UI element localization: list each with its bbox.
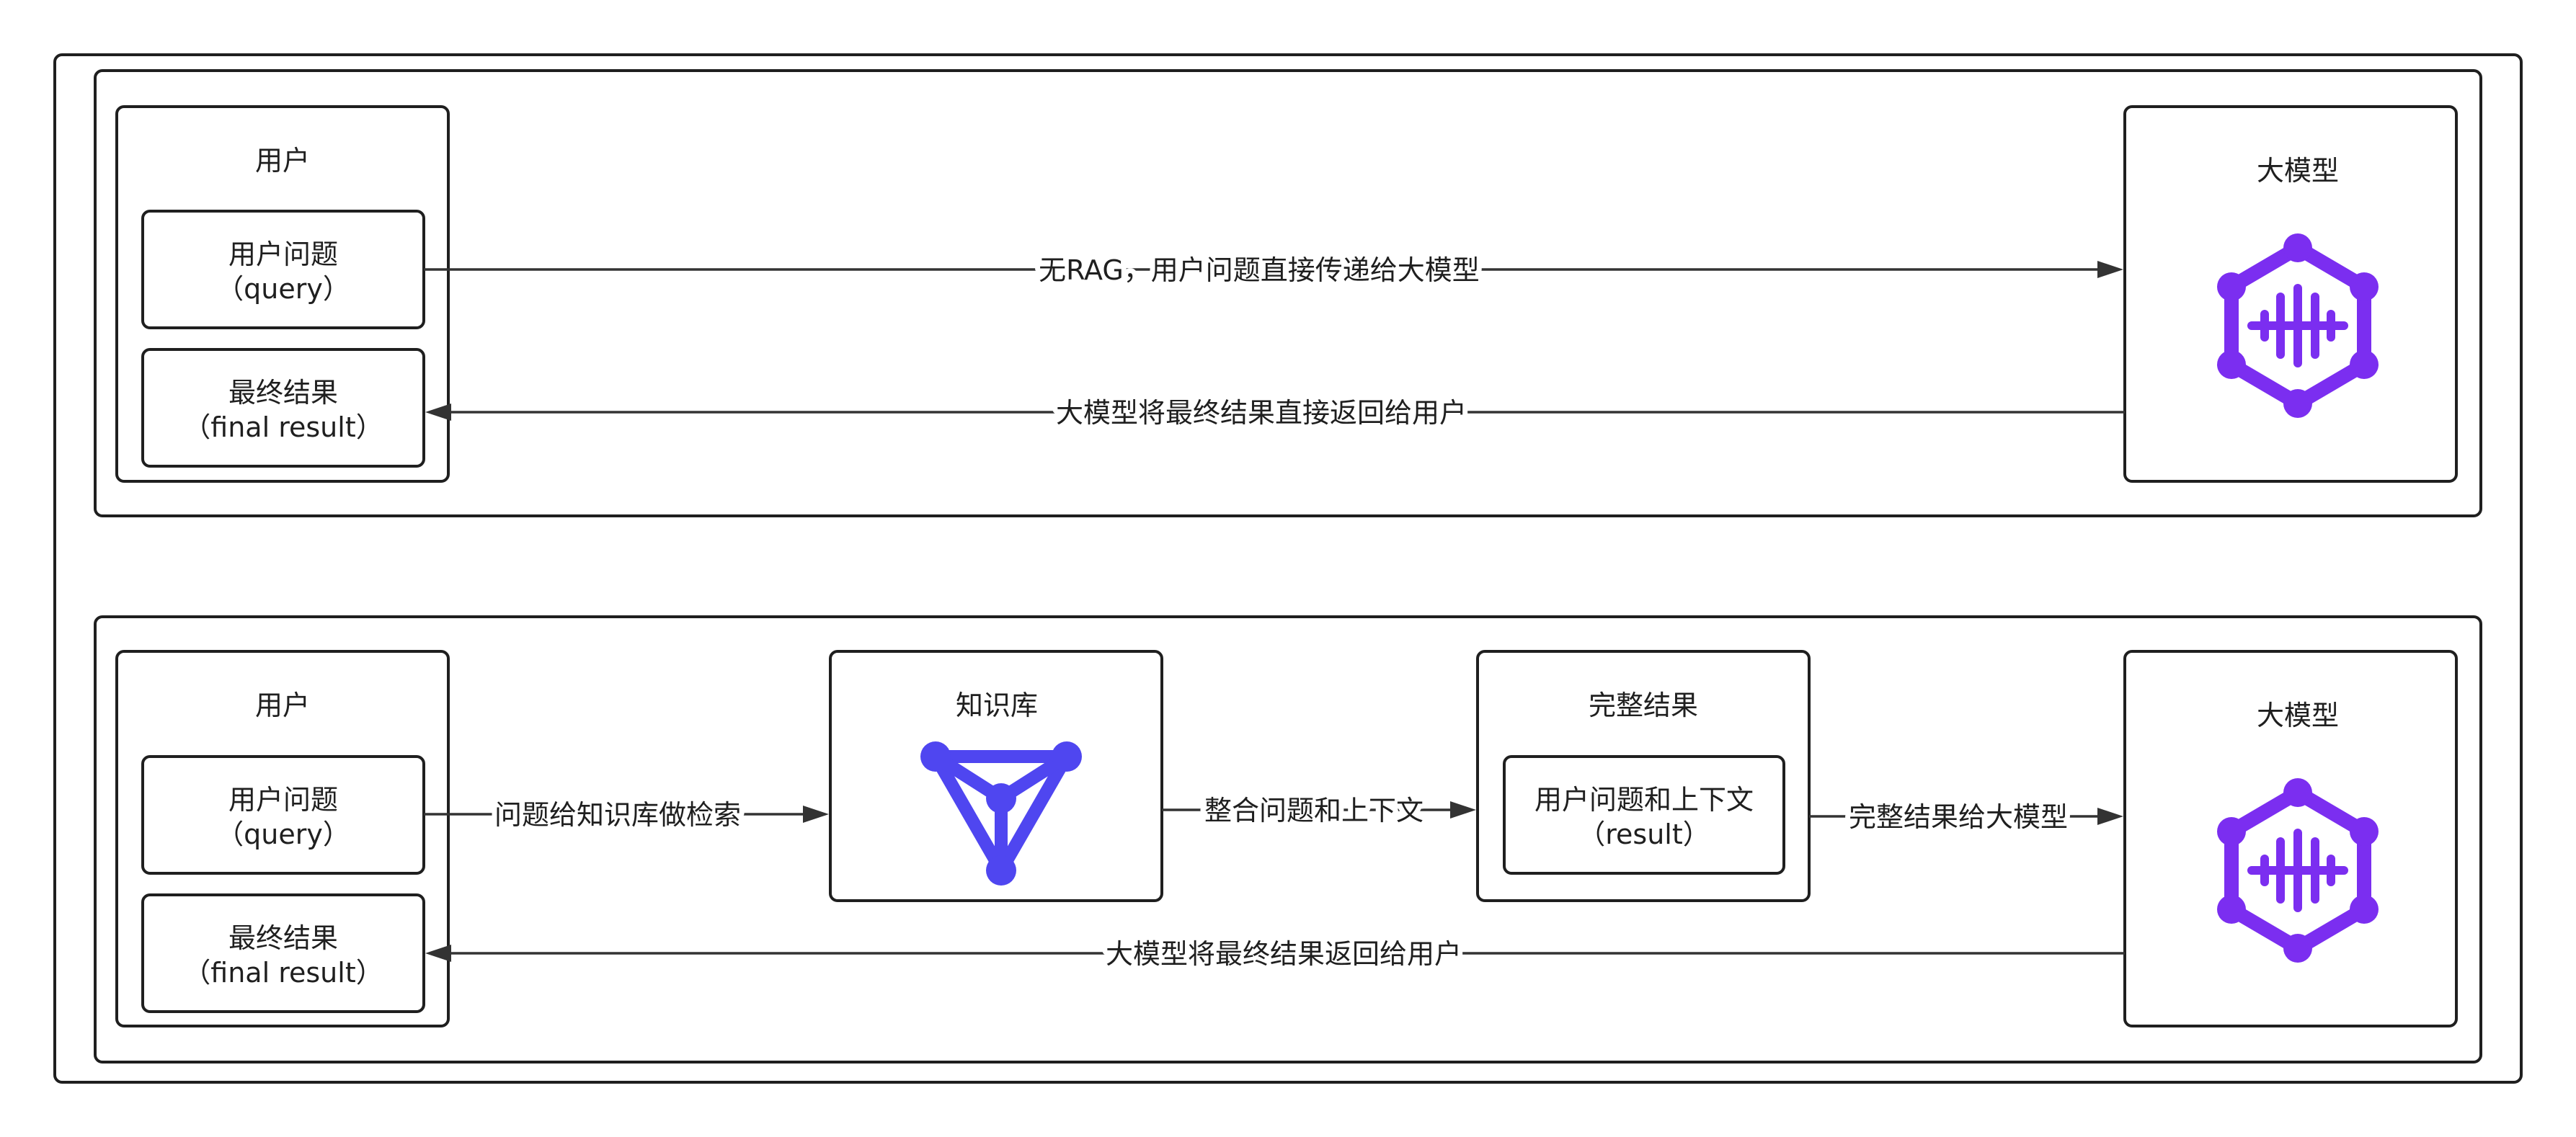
edge-result-label: 大模型将最终结果直接返回给用户 <box>1056 397 1467 429</box>
final-result-sublabel: （final result） <box>183 411 383 443</box>
final-result-label: 最终结果 <box>228 922 338 954</box>
context-box <box>1503 755 1785 875</box>
llm-box-title: 大模型 <box>2257 155 2339 187</box>
final-result-sublabel: （final result） <box>183 957 383 989</box>
arrowhead-to-llm <box>2097 261 2123 278</box>
llm-box-title: 大模型 <box>2257 700 2339 731</box>
edge-to-llm-label: 完整结果给大模型 <box>1849 801 2068 833</box>
complete-result-title: 完整结果 <box>1589 690 1698 721</box>
arrowhead-to-kb <box>803 806 829 823</box>
arrowhead-to-complete <box>1450 801 1476 819</box>
context-label: 用户问题和上下文 <box>1535 784 1754 816</box>
edge-merge-label: 整合问题和上下文 <box>1204 795 1424 826</box>
user-box-title: 用户 <box>255 145 310 177</box>
llm-box <box>2123 105 2458 483</box>
context-sublabel: （result） <box>1578 819 1710 850</box>
edge-result-label: 大模型将最终结果返回给用户 <box>1106 938 1462 970</box>
arrowhead-to-user <box>425 403 451 421</box>
user-query-label: 用户问题 <box>228 238 338 270</box>
knowledge-base-title: 知识库 <box>956 690 1038 721</box>
arrowhead-to-user <box>425 945 451 962</box>
final-result-box <box>141 348 425 468</box>
llm-box <box>2123 650 2458 1027</box>
user-query-sublabel: （query） <box>216 273 350 305</box>
final-result-label: 最终结果 <box>228 377 338 409</box>
knowledge-base-box <box>829 650 1163 902</box>
user-query-sublabel: （query） <box>216 819 350 850</box>
final-result-box <box>141 893 425 1013</box>
knowledge-graph-icon <box>920 741 1082 886</box>
edge-query-label: 无RAG，用户问题直接传递给大模型 <box>1039 254 1480 286</box>
user-query-label: 用户问题 <box>228 784 338 816</box>
edge-search-label: 问题给知识库做检索 <box>494 799 741 831</box>
panel-no-rag <box>94 69 2482 517</box>
arrowhead-to-llm <box>2097 808 2123 825</box>
panel-with-rag <box>94 615 2482 1064</box>
user-box-title: 用户 <box>255 690 310 721</box>
